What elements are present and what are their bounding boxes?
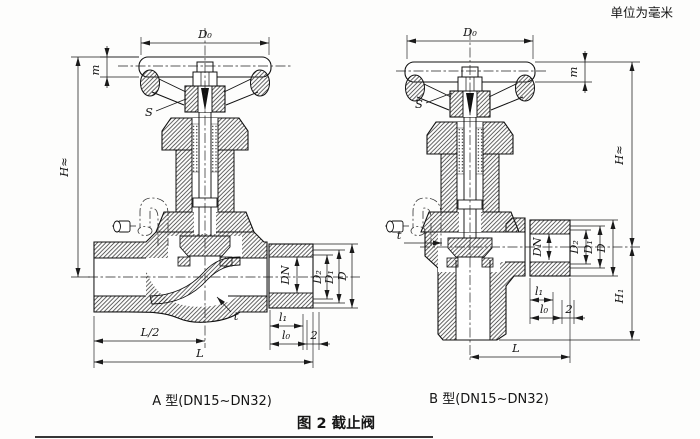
valve-b-stem xyxy=(463,117,477,238)
figure-caption: 图 2 截止阀 xyxy=(297,414,375,432)
valve-a-packing xyxy=(191,123,200,173)
valve-b-seat xyxy=(446,257,459,268)
dim-label-d0: D₀ xyxy=(462,25,477,39)
valve-a-drawing: D₀ m H≈ S t DN D₂ D₁ D l₁ l₀ 2 L/2 L A 型… xyxy=(57,27,360,409)
dim-label-d0: D₀ xyxy=(197,27,212,41)
valve-a-stem xyxy=(198,112,212,236)
dim-label-l0: l₀ xyxy=(282,328,291,342)
dim-label-l1: l₁ xyxy=(535,284,543,298)
dim-label-gap: 2 xyxy=(564,302,572,316)
valve-a-socket-end xyxy=(268,243,314,309)
dim-label-s: S xyxy=(415,97,423,111)
dim-label-d2: D₂ xyxy=(567,240,581,255)
valve-b-centerlines xyxy=(396,30,640,362)
dim-label-m: m xyxy=(566,66,580,77)
dim-label-m: m xyxy=(88,64,102,75)
dim-label-l1: l₁ xyxy=(279,310,287,324)
valve-b-phantom-detail xyxy=(385,197,442,246)
dim-label-s: S xyxy=(145,105,153,119)
dim-label-h1: H₁ xyxy=(612,289,626,305)
dim-label-dn: DN xyxy=(278,264,292,285)
dim-label-d1: D₁ xyxy=(581,240,595,255)
valve-b-packing xyxy=(456,127,465,175)
dim-label-l: L xyxy=(511,341,520,355)
valve-a-caption: A 型(DN15~DN32) xyxy=(152,394,272,409)
dim-label-t: t xyxy=(234,309,239,323)
valve-a-seat xyxy=(177,256,191,267)
dim-label-d: D xyxy=(594,243,608,253)
dim-label-h: H≈ xyxy=(57,157,71,178)
dim-label-d1: D₁ xyxy=(322,270,336,285)
valve-b-seat xyxy=(481,257,494,268)
valve-b-wrench-flat-leader xyxy=(425,92,453,104)
valve-a-phantom-detail xyxy=(112,197,169,246)
valve-a-wrench-flat-leader xyxy=(155,98,187,112)
dim-label-d2: D₂ xyxy=(310,270,324,285)
dim-label-dn: DN xyxy=(530,236,544,257)
units-note: 单位为毫米 xyxy=(610,5,673,20)
valve-a-centerlines xyxy=(88,28,360,348)
dim-label-d: D xyxy=(335,271,349,281)
valve-a-spokes xyxy=(151,78,259,106)
dim-label-h: H≈ xyxy=(612,145,626,166)
valve-a-seat xyxy=(219,256,233,267)
valve-b-socket-end xyxy=(529,219,571,277)
dim-label-l: L xyxy=(195,346,204,360)
valve-b-packing xyxy=(475,127,484,175)
dim-label-l-half: L/2 xyxy=(140,325,160,339)
dim-label-t: t xyxy=(397,228,402,242)
valve-a-partition-wall xyxy=(149,256,241,305)
valve-b-handwheel xyxy=(404,61,536,118)
dim-label-gap: 2 xyxy=(309,328,317,342)
valve-b-drawing: D₀ m H≈ H₁ S t DN D₂ D₁ D l₁ l₀ 2 L B 型(… xyxy=(385,25,640,407)
valve-b-body xyxy=(424,217,526,341)
valve-b-caption: B 型(DN15~DN32) xyxy=(429,392,549,407)
valve-b-dimensions: D₀ m H≈ H₁ S t DN D₂ D₁ D l₁ l₀ 2 L xyxy=(397,25,640,363)
dim-label-l0: l₀ xyxy=(540,302,549,316)
valve-a-wall-thickness-leader xyxy=(216,296,232,313)
valve-a-dimensions: D₀ m H≈ S t DN D₂ D₁ D l₁ l₀ 2 L/2 L xyxy=(57,27,358,368)
valve-a-packing xyxy=(210,123,219,173)
valve-b-spokes xyxy=(416,83,524,111)
